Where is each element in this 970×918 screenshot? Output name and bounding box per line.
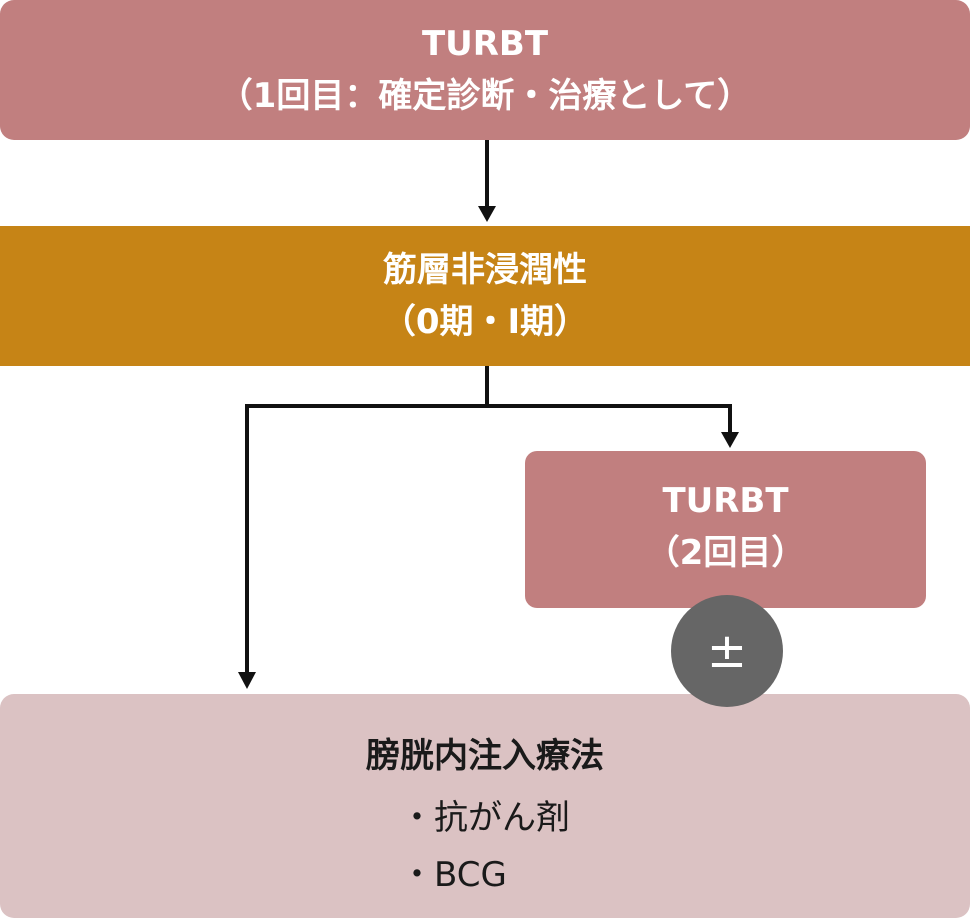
arrowhead-top-to-middle bbox=[478, 206, 496, 222]
turbt-first-title: TURBT bbox=[421, 24, 549, 64]
non-muscle-invasive-box: 筋層非浸潤性 （0期・I期） bbox=[0, 226, 970, 366]
intravesical-therapy-title: 膀胱内注入療法 bbox=[366, 736, 604, 776]
turbt-first-subtitle: （1回目：確定診断・治療として） bbox=[218, 76, 752, 116]
intravesical-therapy-box: 膀胱内注入療法 ・抗がん剤 ・BCG bbox=[0, 694, 970, 918]
arrowhead-to-turbt2 bbox=[721, 432, 739, 448]
plus-minus-badge: ± bbox=[671, 595, 783, 707]
treatment-list: ・抗がん剤 ・BCG bbox=[400, 790, 570, 904]
turbt-second-subtitle: （2回目） bbox=[645, 532, 806, 573]
classification-title: 筋層非浸潤性 bbox=[383, 250, 587, 290]
turbt-second-box: TURBT （2回目） bbox=[525, 451, 926, 608]
turbt-first-box: TURBT （1回目：確定診断・治療として） bbox=[0, 0, 970, 140]
arrowhead-to-bottom bbox=[238, 672, 256, 689]
classification-stage: （0期・I期） bbox=[381, 302, 589, 342]
treatment-item-bcg: ・BCG bbox=[400, 855, 507, 895]
treatment-item-chemo: ・抗がん剤 bbox=[400, 798, 570, 838]
turbt-second-title: TURBT bbox=[662, 480, 789, 521]
